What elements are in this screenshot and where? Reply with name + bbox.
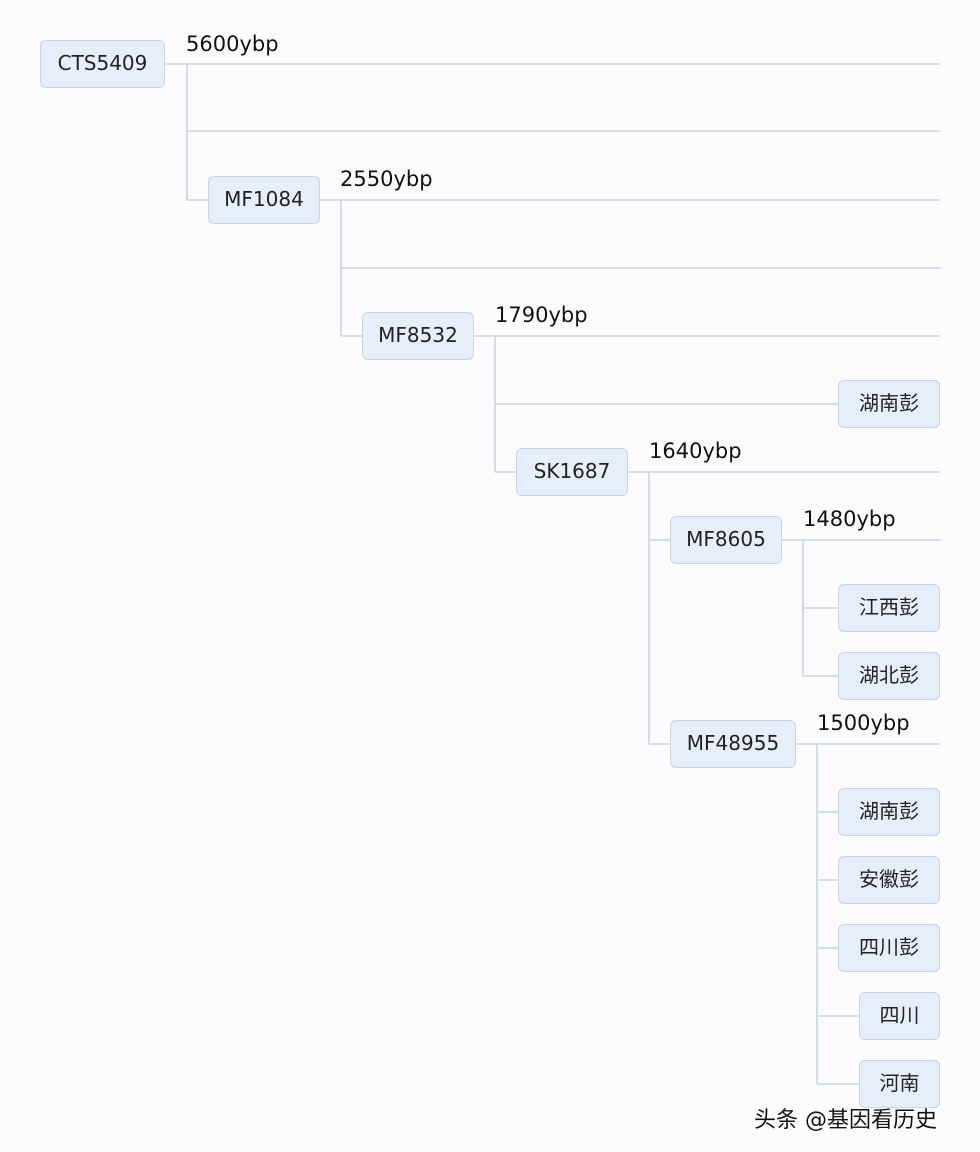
node-sk1687: SK1687 — [516, 448, 628, 496]
age-label-mf8605: 1480ybp — [803, 507, 896, 531]
node-mf8605: MF8605 — [670, 516, 782, 564]
leaf-hunan-peng: 湖南彭 — [838, 380, 940, 428]
node-mf48955: MF48955 — [670, 720, 796, 768]
age-label-cts5409: 5600ybp — [186, 32, 279, 56]
watermark: 头条 @基因看历史 — [754, 1108, 937, 1133]
node-cts5409: CTS5409 — [40, 40, 165, 88]
leaf-henan: 河南 — [859, 1060, 940, 1108]
leaf-anhui-peng: 安徽彭 — [838, 856, 940, 904]
node-mf1084: MF1084 — [208, 176, 320, 224]
leaf-hunan-peng: 湖南彭 — [838, 788, 940, 836]
leaf-jiangxi-peng: 江西彭 — [838, 584, 940, 632]
age-label-mf8532: 1790ybp — [495, 303, 588, 327]
leaf-sichuan-peng: 四川彭 — [838, 924, 940, 972]
age-label-mf1084: 2550ybp — [340, 167, 433, 191]
node-mf8532: MF8532 — [362, 312, 474, 360]
leaf-sichuan: 四川 — [859, 992, 940, 1040]
age-label-mf48955: 1500ybp — [817, 711, 910, 735]
age-label-sk1687: 1640ybp — [649, 439, 742, 463]
leaf-hubei-peng: 湖北彭 — [838, 652, 940, 700]
